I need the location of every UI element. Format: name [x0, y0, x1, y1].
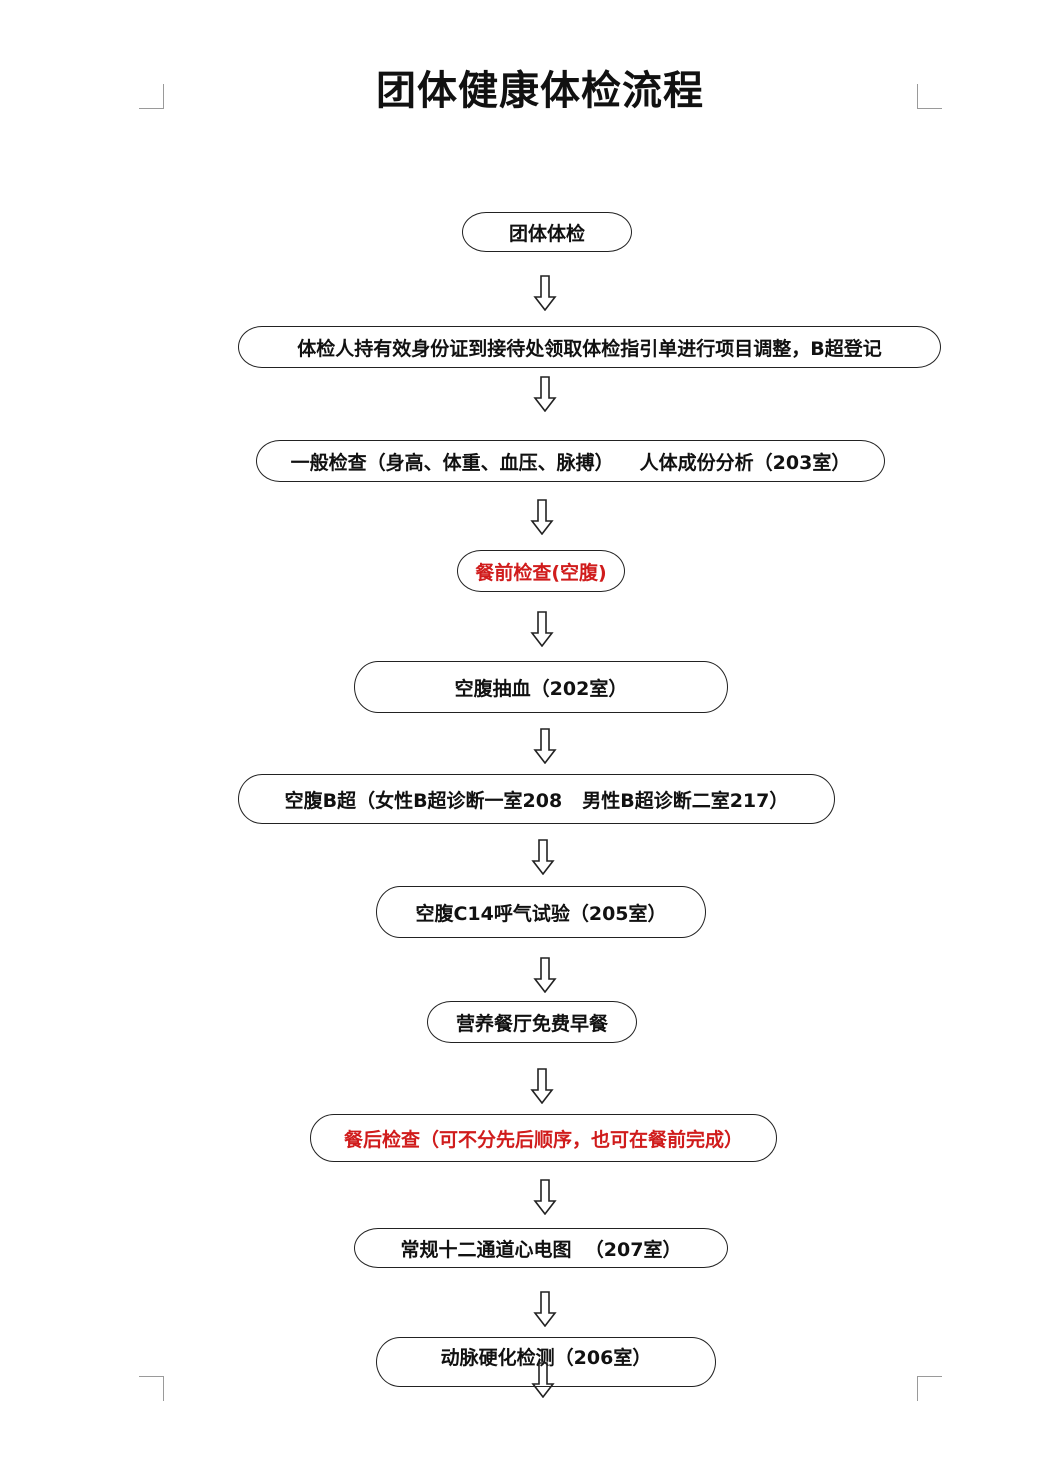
hollow-down-arrow-icon	[533, 275, 557, 311]
step-label: 团体体检	[508, 222, 585, 245]
corner-mark-top-right	[917, 84, 942, 109]
hollow-down-arrow-icon	[530, 499, 554, 535]
hollow-down-arrow-icon	[531, 839, 555, 875]
step-label: 男性B超诊断二室217）	[582, 789, 789, 812]
hollow-down-arrow-icon	[533, 1291, 557, 1327]
step-label: 营养餐厅免费早餐	[455, 1012, 608, 1035]
step-fasting-section: 餐前检查(空腹)	[457, 550, 625, 592]
step-label: 空腹抽血（202室）	[454, 677, 628, 700]
hollow-down-arrow-icon	[533, 728, 557, 764]
corner-mark-top-left	[139, 84, 164, 109]
hollow-down-arrow-icon	[530, 1068, 554, 1104]
hollow-down-arrow-icon	[531, 1362, 555, 1398]
step-label: 一般检查（身高、体重、血压、脉搏）	[290, 451, 614, 474]
step-c14-breath-test: 空腹C14呼气试验（205室）	[376, 886, 706, 938]
step-label: 餐后检查（可不分先后顺序，也可在餐前完成）	[343, 1128, 743, 1151]
step-general-exam: 一般检查（身高、体重、血压、脉搏） 人体成份分析（203室）	[256, 440, 885, 482]
corner-mark-bottom-left	[139, 1376, 164, 1401]
hollow-down-arrow-icon	[533, 957, 557, 993]
step-label: 人体成份分析（203室）	[639, 451, 851, 474]
step-arteriosclerosis: 动脉硬化检测（206室）	[376, 1337, 716, 1387]
step-post-meal-section: 餐后检查（可不分先后顺序，也可在餐前完成）	[310, 1114, 777, 1162]
corner-mark-bottom-right	[917, 1376, 942, 1401]
page-title: 团体健康体检流程	[376, 68, 704, 114]
step-group-exam: 团体体检	[462, 212, 632, 252]
step-breakfast: 营养餐厅免费早餐	[427, 1001, 637, 1043]
step-label: 体检人持有效身份证到接待处领取体检指引单进行项目调整，B超登记	[297, 337, 882, 360]
step-ecg: 常规十二通道心电图 （207室）	[354, 1228, 728, 1268]
hollow-down-arrow-icon	[533, 1179, 557, 1215]
step-label: 空腹C14呼气试验（205室）	[415, 902, 667, 925]
step-label: 餐前检查(空腹)	[475, 561, 607, 584]
step-blood-draw: 空腹抽血（202室）	[354, 661, 728, 713]
step-ultrasound: 空腹B超（女性B超诊断一室208 男性B超诊断二室217）	[238, 774, 835, 824]
hollow-down-arrow-icon	[533, 376, 557, 412]
hollow-down-arrow-icon	[530, 611, 554, 647]
step-label: 动脉硬化检测（206室）	[440, 1346, 652, 1369]
step-label: 空腹B超（女性B超诊断一室208	[284, 789, 563, 812]
step-registration: 体检人持有效身份证到接待处领取体检指引单进行项目调整，B超登记	[238, 326, 941, 368]
step-label: 常规十二通道心电图 （207室）	[400, 1238, 682, 1261]
